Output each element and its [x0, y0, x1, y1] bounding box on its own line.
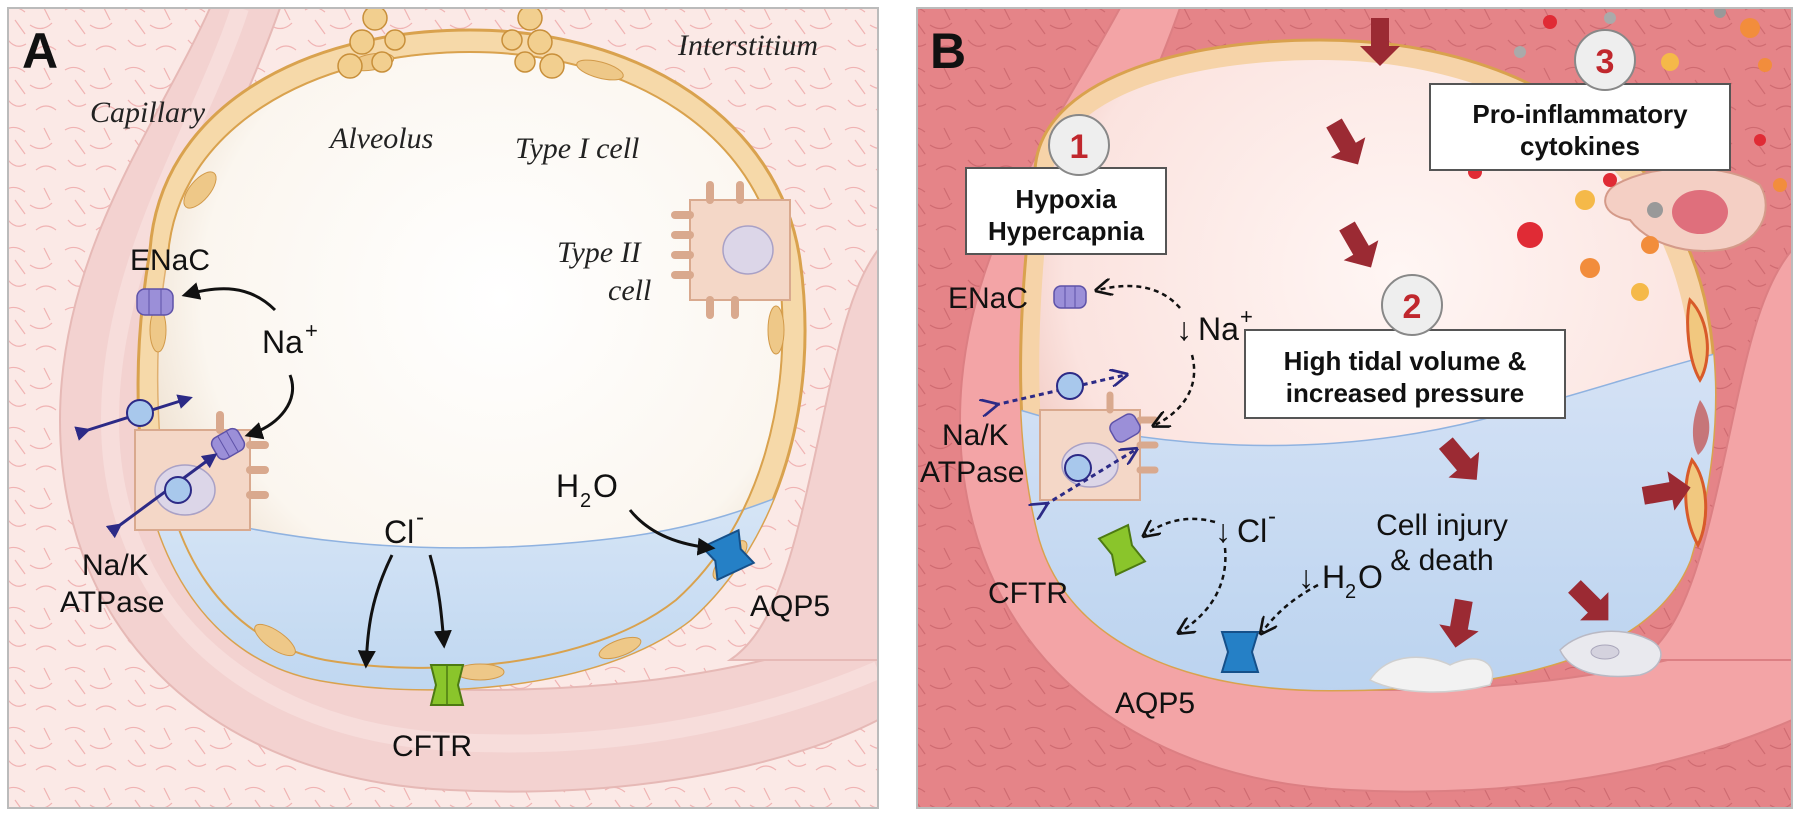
- svg-text:H: H: [1322, 559, 1345, 595]
- svg-text:O: O: [593, 468, 618, 504]
- cl-dashed-arrow-cftr: [1145, 517, 1216, 535]
- svg-text:Na: Na: [1198, 311, 1239, 347]
- injury-arrows: [1326, 18, 1691, 648]
- cftr-label-b: CFTR: [988, 577, 1068, 610]
- na-decreased-label: ↓ Na +: [1176, 304, 1253, 347]
- badge-3-line2: cytokines: [1520, 131, 1640, 161]
- badge-hypoxia: 1 Hypoxia Hypercapnia: [965, 114, 1167, 255]
- capillary-label: Capillary: [90, 96, 206, 129]
- enac-channel-lower: [210, 427, 246, 461]
- nak-atpase-label-b-line1: Na/K: [942, 419, 1009, 452]
- badge-3-line1: Pro-inflammatory: [1472, 99, 1688, 129]
- h2o-to-aqp5-arrow: [628, 509, 716, 556]
- cl-decreased-label: ↓ Cl -: [1215, 503, 1276, 549]
- badge-1-circle: [1048, 114, 1110, 176]
- svg-text:↓: ↓: [1215, 513, 1231, 549]
- badge-1-number: 1: [1070, 128, 1089, 166]
- type2-cell-top: [671, 181, 791, 319]
- enac-channel-b-upper: [1053, 285, 1087, 309]
- na-to-enac-arrow: [181, 282, 277, 312]
- nak-atpase-label-line2: ATPase: [60, 586, 165, 619]
- cl-ion-label: Cl -: [384, 504, 424, 550]
- interstitium-label: Interstitium: [677, 29, 818, 62]
- svg-text:+: +: [1240, 304, 1253, 329]
- svg-text:↓: ↓: [1176, 311, 1192, 347]
- svg-text:Cl: Cl: [384, 514, 414, 550]
- aqp5-channel-b: [1220, 631, 1260, 673]
- na-ion-label: Na +: [262, 318, 318, 360]
- cell-injury-label-line1: Cell injury: [1376, 509, 1508, 542]
- aqp5-label: AQP5: [750, 590, 830, 623]
- macrophage: [1604, 167, 1767, 252]
- cftr-channel: [429, 664, 465, 706]
- type2-cell-left: [134, 411, 269, 531]
- capillary-right: [726, 248, 878, 661]
- aqp5-label-b: AQP5: [1115, 687, 1195, 720]
- cell-injury-label-line2: & death: [1390, 544, 1493, 577]
- na-dashed-arrow-pump: [1155, 354, 1196, 425]
- alveolar-fluid-b: [1020, 349, 1715, 690]
- enac-channel-upper: [136, 288, 174, 316]
- alveolar-duct-cells: [337, 8, 565, 79]
- badge-2-line2: increased pressure: [1286, 378, 1524, 408]
- svg-text:2: 2: [1345, 581, 1356, 603]
- cl-dashed-arrow-down: [1180, 547, 1227, 632]
- cftr-channel-b: [1097, 523, 1147, 577]
- badge-2-number: 2: [1403, 288, 1422, 326]
- panel-b-border: [916, 7, 1793, 809]
- svg-text:+: +: [305, 318, 318, 343]
- na-to-pump-arrow: [244, 374, 295, 440]
- cytokine-particles: [1468, 8, 1787, 301]
- panel-a: [8, 8, 878, 808]
- badge-1-line1: Hypoxia: [1015, 184, 1117, 214]
- alveolus-label: Alveolus: [328, 122, 433, 155]
- cl-arrow-left: [357, 554, 394, 669]
- h2o-label: H 2 O: [556, 468, 618, 512]
- badge-tidal-volume: 2 High tidal volume & increased pressure: [1244, 274, 1566, 419]
- svg-text:↓: ↓: [1298, 559, 1314, 595]
- svg-text:H: H: [556, 468, 579, 504]
- h2o-decreased-label: ↓ H 2 O: [1298, 559, 1383, 603]
- nak-atpase-label-b-line2: ATPase: [920, 456, 1025, 489]
- svg-text:Na: Na: [262, 324, 303, 360]
- h2o-dashed-arrow: [1262, 583, 1319, 632]
- panel-a-letter: A: [22, 23, 58, 79]
- enac-label-b: ENaC: [948, 282, 1028, 315]
- svg-text:-: -: [416, 504, 424, 531]
- svg-text:Cl: Cl: [1237, 513, 1267, 549]
- panel-b-letter: B: [930, 23, 966, 79]
- badge-3-circle: [1574, 29, 1636, 91]
- cl-arrow-right: [428, 554, 452, 649]
- type2-cell-label-line2: cell: [608, 274, 651, 307]
- enac-channel-b-lower: [1109, 413, 1141, 443]
- dead-cell-debris: [1368, 630, 1662, 693]
- badge-3-number: 3: [1596, 43, 1615, 81]
- badge-2-line1: High tidal volume &: [1284, 346, 1527, 376]
- damaged-epithelium: [1684, 297, 1710, 549]
- nak-pump-lower: [105, 453, 218, 539]
- badge-cytokines: 3 Pro-inflammatory cytokines: [1429, 29, 1731, 171]
- nak-atpase-label-line1: Na/K: [82, 549, 149, 582]
- type2-cell-label-line1: Type II: [557, 236, 643, 269]
- panel-a-border: [7, 7, 879, 809]
- nak-pump-b-lower: [1045, 450, 1135, 505]
- panel-b: [917, 8, 1792, 808]
- badge-1-line2: Hypercapnia: [988, 216, 1145, 246]
- nak-pump-b-upper: [995, 373, 1125, 405]
- nak-pump-upper: [74, 394, 193, 441]
- capillary-right-b: [1636, 248, 1792, 661]
- svg-text:O: O: [1358, 559, 1383, 595]
- type1-cell-label: Type I cell: [515, 132, 639, 165]
- svg-text:-: -: [1268, 503, 1276, 530]
- badge-2-circle: [1381, 274, 1443, 336]
- cftr-label: CFTR: [392, 730, 472, 763]
- type2-cell-b: [1039, 391, 1159, 501]
- enac-label: ENaC: [130, 244, 210, 277]
- svg-text:2: 2: [580, 490, 591, 512]
